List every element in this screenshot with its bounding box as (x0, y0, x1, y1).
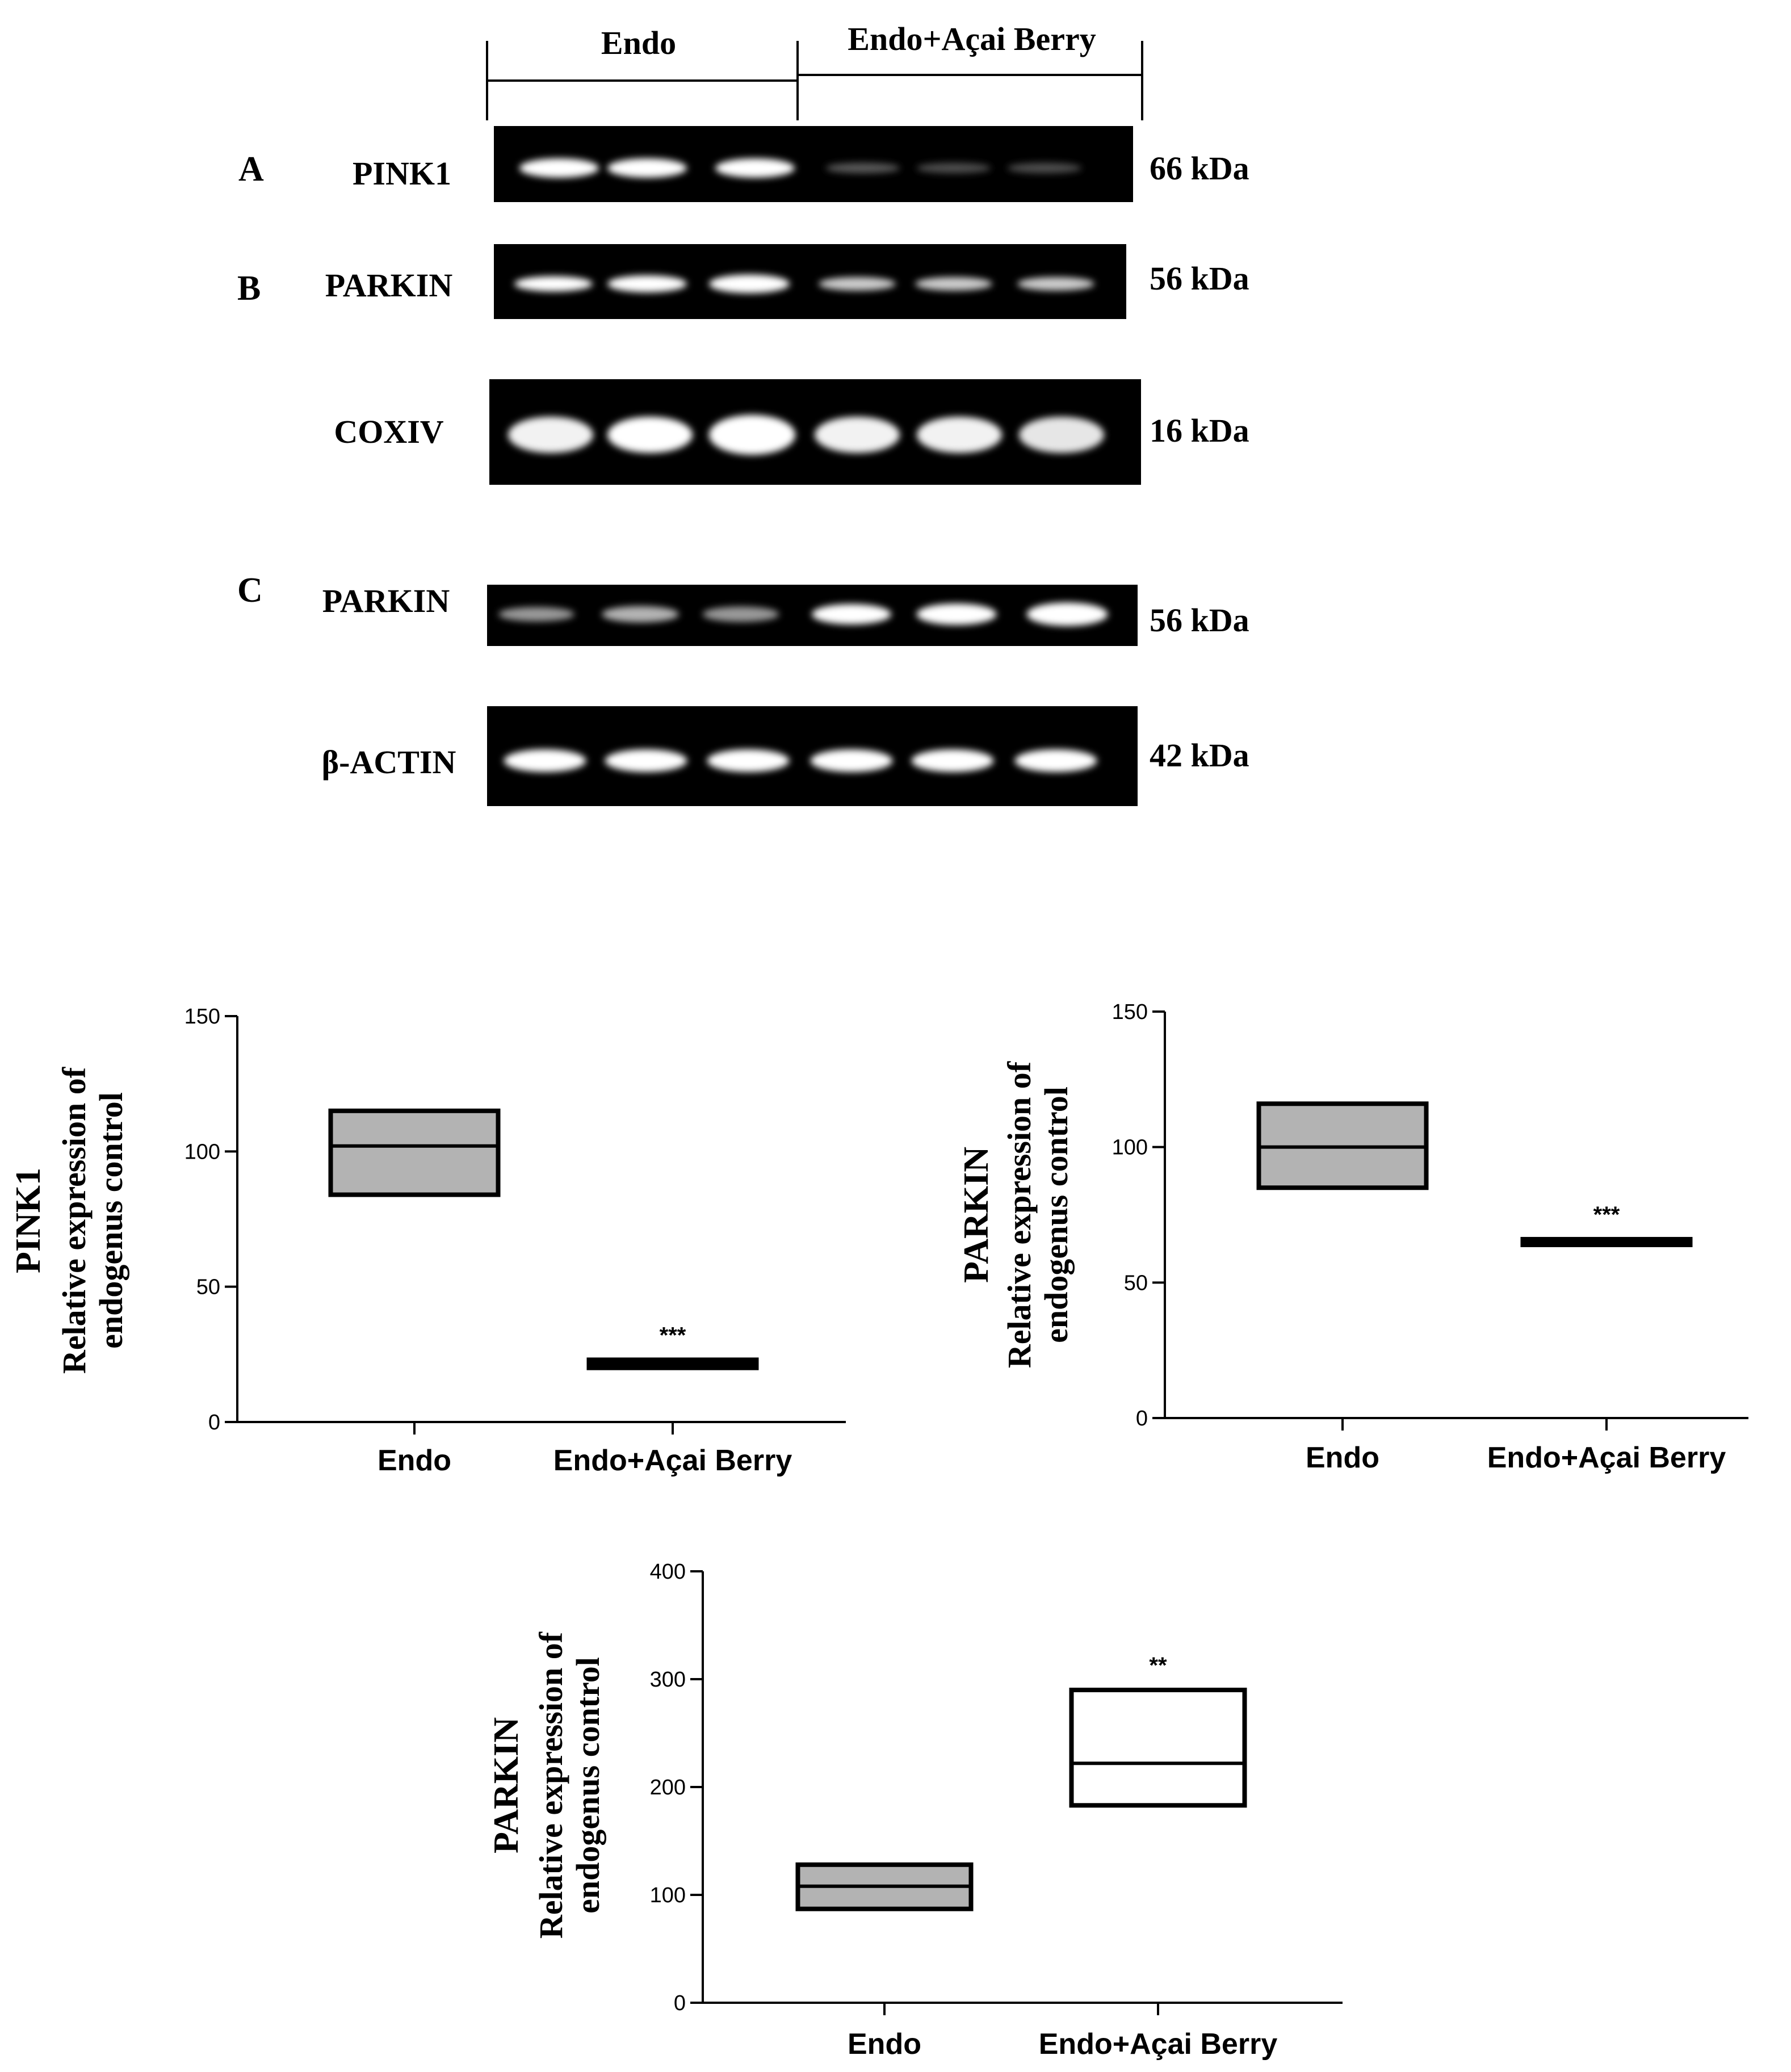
protein-label: COXIV (334, 413, 443, 450)
blot-band (708, 274, 790, 293)
blot-band (911, 749, 994, 772)
significance-marker: *** (1593, 1202, 1620, 1227)
y-axis-label-line: Relative expression of (56, 1067, 93, 1374)
protein-label: PARKIN (322, 582, 450, 619)
blot-band (519, 158, 599, 178)
panel-letter-a: A (238, 150, 264, 188)
blot-band (917, 417, 1002, 453)
blot-band (607, 158, 687, 178)
blot-band (1019, 417, 1104, 453)
blot-band (514, 276, 593, 292)
box-endo-acai (1069, 1688, 1247, 1808)
panel-letter-b: B (237, 269, 261, 308)
blot-band (708, 414, 796, 455)
x-category-label: Endo+Açai Berry (1039, 2028, 1278, 2061)
kda-label: 16 kDa (1150, 412, 1249, 449)
y-tick-label: 50 (1124, 1271, 1148, 1295)
y-tick-label: 0 (208, 1411, 220, 1435)
blot-band (702, 606, 779, 622)
x-category-label: Endo+Açai Berry (1487, 1441, 1726, 1474)
box-endo (328, 1108, 501, 1197)
x-category-label: Endo (1306, 1441, 1379, 1474)
blot-band (707, 749, 790, 772)
blot-row-beta-actin: β-ACTIN 42 kDa (322, 706, 1249, 806)
y-tick-label: 150 (184, 1005, 220, 1029)
y-axis-label-line: PINK1 (9, 1168, 48, 1273)
blot-band (916, 603, 997, 625)
protein-label: PARKIN (325, 267, 453, 304)
y-tick-label: 300 (650, 1668, 686, 1692)
y-tick-label: 100 (184, 1140, 220, 1164)
x-category-label: Endo (378, 1444, 451, 1477)
western-blot: Endo Endo+Açai Berry A B C PINK1 66 kDa … (237, 20, 1249, 806)
y-tick-label: 0 (1136, 1407, 1148, 1431)
group-label-endo-acai: Endo+Açai Berry (848, 20, 1096, 57)
kda-label: 56 kDa (1150, 260, 1249, 297)
y-tick-label: 150 (1112, 1000, 1148, 1024)
blot-band (815, 417, 900, 453)
x-category-label: Endo (848, 2028, 921, 2061)
y-axis-label-line: endogenus control (1038, 1087, 1075, 1343)
blot-band (810, 749, 893, 772)
y-tick-label: 100 (650, 1884, 686, 1907)
blot-band (1014, 749, 1097, 772)
blot-band (607, 275, 687, 292)
blot-band (1026, 602, 1108, 626)
y-axis-label-line: endogenus control (569, 1657, 606, 1914)
blot-band (812, 604, 891, 624)
blot-band (915, 277, 992, 291)
blot-band (916, 162, 991, 174)
y-tick-label: 0 (674, 1991, 686, 2015)
significance-marker: *** (660, 1323, 686, 1348)
blot-band (607, 417, 693, 453)
box-endo-acai (586, 1357, 759, 1370)
blot-row-pink1: PINK1 66 kDa (353, 126, 1249, 202)
y-axis-label-line: Relative expression of (532, 1631, 569, 1939)
blot-band (1017, 277, 1094, 291)
blot-band (605, 749, 687, 772)
blot-band (825, 162, 900, 174)
box-endo-acai (1520, 1236, 1693, 1247)
y-axis-label-line: Relative expression of (1001, 1061, 1038, 1368)
protein-label: PINK1 (353, 155, 451, 192)
y-axis-label-line: endogenus control (93, 1092, 129, 1349)
significance-marker: ** (1149, 1653, 1167, 1678)
kda-label: 56 kDa (1150, 602, 1249, 639)
y-tick-label: 50 (196, 1276, 220, 1299)
blot-band (508, 417, 593, 453)
blot-band (1007, 162, 1082, 174)
kda-label: 42 kDa (1150, 737, 1249, 774)
protein-label: β-ACTIN (322, 744, 456, 781)
group-label-endo: Endo (601, 24, 676, 61)
y-tick-label: 100 (1112, 1136, 1148, 1160)
blot-band (715, 158, 795, 178)
blot-band (504, 749, 586, 772)
x-category-label: Endo+Açai Berry (553, 1444, 792, 1477)
kda-label: 66 kDa (1150, 150, 1249, 187)
y-tick-label: 200 (650, 1776, 686, 1800)
y-axis-label-line: PARKIN (487, 1717, 526, 1853)
group-bracket: Endo Endo+Açai Berry (486, 20, 1143, 120)
y-tick-label: 400 (650, 1560, 686, 1584)
blot-band (498, 607, 574, 622)
panel-letter-c: C (237, 571, 263, 610)
blot-row-coxiv: COXIV 16 kDa (334, 379, 1249, 485)
blot-band (819, 277, 896, 291)
blot-row-parkin-c: PARKIN 56 kDa (322, 582, 1249, 646)
blot-band (602, 606, 679, 623)
y-axis-label-line: PARKIN (957, 1147, 996, 1283)
blot-row-parkin-b: PARKIN 56 kDa (325, 244, 1249, 319)
